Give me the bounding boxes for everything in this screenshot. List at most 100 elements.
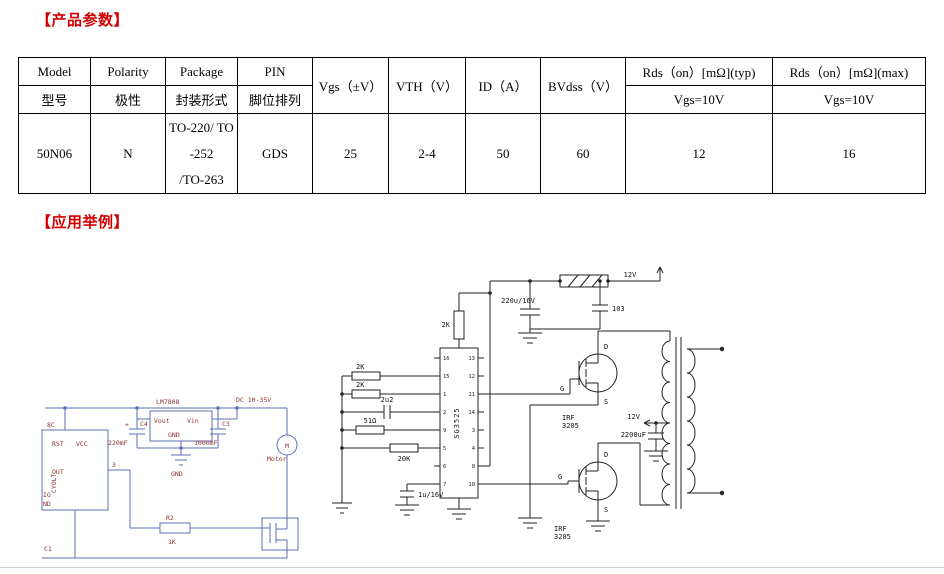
- resistor-rt-label: 20K: [398, 455, 411, 463]
- header-model-en: Model: [18, 57, 91, 86]
- chip-fragment-nd: ND: [43, 500, 51, 508]
- vout-pin-label: Vout: [154, 417, 170, 425]
- motor-driver-schematic: LM7808 Vout Vin GND DC 10-35V + C4 220mF…: [41, 396, 299, 559]
- filter-capacitor: [530, 281, 608, 330]
- chip-fragment-top: 8C: [47, 421, 55, 429]
- output-capacitor: [648, 423, 664, 451]
- pin-3-number: 3: [112, 461, 116, 469]
- junction-dots: [63, 406, 239, 450]
- ground-symbol: [586, 520, 610, 532]
- pin-number: 5: [443, 446, 446, 452]
- inverter-circuit-schematic: 12V 103 220u/16V 2K 2K 2K 2u2 51Ω 20K 1u…: [332, 266, 725, 541]
- package-line-2: -252: [189, 145, 214, 161]
- header-pin-en: PIN: [237, 57, 313, 86]
- header-id: ID（A）: [465, 57, 541, 114]
- resistor-left-1-label: 2K: [356, 363, 365, 371]
- timing-cap-label: 1u/16V: [418, 491, 444, 499]
- header-package-cn: 封装形式: [165, 85, 238, 114]
- q1-name-line1: IRF: [562, 414, 575, 422]
- c4-value: 220mF: [108, 439, 128, 447]
- pin-number: 10: [468, 482, 475, 488]
- table-data-row: 50N06 N TO-220/ TO -252 /TO-263 GDS 25 2…: [18, 113, 926, 194]
- header-rds-max: Rds（on）[mΩ](max): [772, 57, 926, 86]
- supply-12v-label: 12V: [624, 271, 637, 279]
- cell-vgs: 25: [312, 113, 389, 194]
- header-polarity-en: Polarity: [90, 57, 166, 86]
- pin-number: 14: [468, 410, 475, 416]
- pin-number: 6: [443, 464, 446, 470]
- right-circuit-labels: 12V 103 220u/16V 2K 2K 2K 2u2 51Ω 20K 1u…: [356, 271, 646, 541]
- cell-vth: 2-4: [388, 113, 466, 194]
- chip-rst-pin: RST: [52, 440, 64, 448]
- table-header-row-en: Model Polarity Package PIN Vgs（±V） VTH（V…: [18, 57, 926, 114]
- transformer-secondary: [686, 348, 696, 494]
- cell-bvdss: 60: [540, 113, 626, 194]
- chip-vcc-pin: VCC: [76, 440, 88, 448]
- header-model-cn: 型号: [18, 85, 91, 114]
- pin-number: 7: [443, 482, 446, 488]
- ground-symbol: [447, 498, 471, 520]
- ground-symbol: [518, 517, 542, 529]
- bulk-cap-label: 220u/16V: [501, 297, 536, 305]
- regulator-label: LM7808: [156, 398, 180, 406]
- section-title-application-example: 【应用举例】: [36, 215, 130, 231]
- header-package-en: Package: [165, 57, 238, 86]
- q1-gate-label: G: [560, 385, 564, 393]
- product-parameter-table: Model Polarity Package PIN Vgs（±V） VTH（V…: [18, 57, 926, 194]
- header-vth: VTH（V）: [388, 57, 466, 114]
- soft-start-capacitor: [342, 405, 440, 419]
- mosfet-symbol: [262, 518, 288, 550]
- cell-rds-max: 16: [772, 113, 926, 194]
- chip-fragment-ig: IG: [43, 491, 51, 499]
- regulator-gnd-pin-label: GND: [168, 431, 180, 439]
- output-cap-label: 2200uF: [621, 431, 646, 439]
- q1-name-line2: 3205: [562, 422, 579, 430]
- q1-source-label: S: [604, 398, 608, 406]
- r2-value: 1K: [168, 538, 176, 546]
- pin-number: 16: [443, 356, 450, 362]
- right-circuit-wires: [332, 266, 725, 532]
- bottom-divider: [0, 567, 944, 568]
- transformer-core: [675, 337, 682, 509]
- cell-rds-typ: 12: [625, 113, 773, 194]
- cap-polarity-plus: +: [125, 421, 129, 429]
- gnd-net-label: GND: [171, 470, 183, 478]
- motor-m-label: M: [285, 442, 289, 450]
- q1-drain-label: D: [604, 343, 608, 351]
- header-rds-max-condition: Vgs=10V: [772, 85, 926, 114]
- dc-input-label: DC 10-35V: [236, 396, 271, 404]
- header-rds-typ: Rds（on）[mΩ](typ): [625, 57, 773, 86]
- r2-designator: R2: [166, 514, 174, 522]
- bulk-capacitor: [520, 281, 540, 333]
- q2-name-line1: IRF: [554, 525, 567, 533]
- cell-polarity: N: [90, 113, 166, 194]
- table-header-row-cn: 型号 极性 封装形式 脚位排列 Vgs=10V Vgs=10V: [18, 85, 926, 114]
- left-circuit-labels: LM7808 Vout Vin GND DC 10-35V + C4 220mF…: [43, 396, 289, 553]
- header-bvdss: BVdss（V）: [540, 57, 626, 114]
- q2-name-line2: 3205: [554, 533, 571, 541]
- resistor-r2: [159, 522, 191, 534]
- header-rds-typ-condition: Vgs=10V: [625, 85, 773, 114]
- package-line-3: /TO-263: [179, 171, 224, 187]
- centertap-12v-label: 12V: [627, 413, 640, 421]
- ic-name-label: SG3525: [453, 407, 461, 438]
- resistor-left-2: [351, 389, 381, 399]
- ground-symbol: [171, 441, 191, 466]
- pin-number: 4: [472, 446, 476, 452]
- resistor-left-1: [351, 371, 381, 381]
- pin-number: 1: [443, 392, 446, 398]
- ground-symbol: [518, 332, 542, 344]
- cell-model: 50N06: [18, 113, 91, 194]
- header-vgs: Vgs（±V）: [312, 57, 389, 114]
- c4-designator: C4: [140, 420, 148, 428]
- pin-number: 11: [468, 392, 475, 398]
- pin-number: 8: [472, 464, 475, 470]
- pin-number: 3: [472, 428, 475, 434]
- section-title-product-params: 【产品参数】: [36, 13, 130, 29]
- c3-value: 1000mF: [194, 439, 218, 447]
- ground-symbol: [644, 450, 668, 462]
- timing-capacitor: [400, 483, 440, 505]
- soft-start-cap-label: 2u2: [381, 396, 394, 404]
- pin-number: 15: [443, 374, 450, 380]
